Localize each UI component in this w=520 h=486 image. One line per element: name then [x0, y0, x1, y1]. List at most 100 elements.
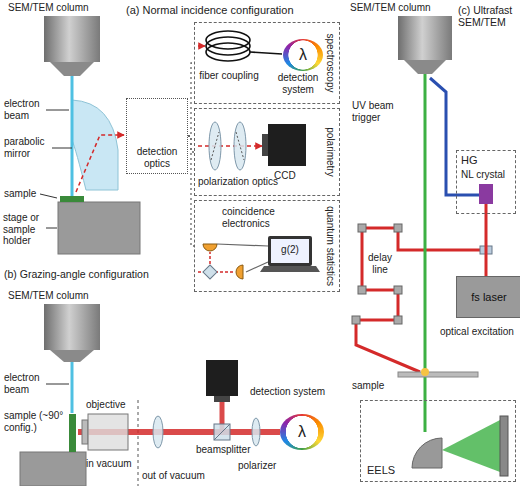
detector — [203, 244, 217, 251]
detector — [500, 416, 508, 476]
leader-line — [46, 228, 57, 229]
eels-box: EELS — [360, 400, 516, 482]
stage — [58, 202, 140, 254]
polarizer-axis — [236, 132, 244, 160]
electron-fan — [442, 420, 500, 472]
excitation-spot — [421, 368, 429, 376]
part-label: optical excitation — [440, 326, 514, 338]
beamsplitter-face — [214, 424, 230, 440]
part-label: delay line — [364, 252, 396, 275]
mirror — [394, 286, 402, 294]
part-label: in vacuum — [86, 458, 132, 470]
spectrometer-icon: λ — [280, 414, 324, 450]
node-text: λ — [280, 424, 324, 440]
part-label: electron beam — [4, 98, 48, 121]
laser-box: fs laser — [456, 276, 520, 318]
part-label: polarizer — [238, 460, 276, 472]
leader-line — [46, 110, 69, 111]
part-label: objective — [86, 399, 125, 411]
part-label: fiber coupling — [198, 70, 260, 82]
panel-title: polarimetry — [325, 127, 337, 176]
part-label: g(2) — [271, 244, 309, 256]
mirror — [394, 316, 402, 324]
fiber — [250, 52, 282, 54]
panel-title: (c) Ultrafast SEM/TEM — [458, 4, 516, 28]
node-text: EELS — [367, 464, 395, 477]
polarization-optic — [234, 122, 246, 170]
sample — [69, 414, 76, 452]
part-label: beamsplitter — [196, 444, 250, 456]
part-label: parabolic mirror — [4, 136, 56, 159]
leader-line — [40, 194, 57, 198]
screen — [271, 239, 309, 263]
panel-title: (a) Normal incidence configuration — [126, 4, 294, 17]
light-path — [198, 45, 205, 47]
column-tip — [404, 60, 446, 74]
keyboard — [260, 266, 320, 272]
sample — [398, 372, 478, 377]
part-label: CCD — [274, 170, 296, 182]
part-label: electron beam — [4, 372, 48, 395]
detector — [236, 265, 243, 279]
panel-title: spectroscopy — [325, 34, 337, 93]
fiber-coil — [206, 43, 250, 61]
light-path — [198, 252, 234, 272]
column-body — [44, 304, 100, 350]
ccd-lens — [262, 134, 268, 156]
light-path — [76, 135, 124, 192]
sample — [60, 196, 84, 202]
polarizer — [252, 418, 260, 446]
part-label: SEM/TEM column — [8, 290, 89, 302]
computer — [268, 236, 312, 266]
objective — [88, 414, 128, 450]
beamsplitter — [214, 424, 230, 440]
part-label: SEM/TEM column — [350, 2, 431, 14]
lens — [153, 416, 163, 448]
part-label: sample — [352, 380, 384, 392]
harmonic-generator: HGNL crystal — [456, 150, 516, 214]
laser-beam — [485, 204, 488, 214]
node-text: λ — [283, 47, 323, 63]
part-label: polarization optics — [198, 176, 278, 188]
nl-crystal — [479, 184, 493, 204]
column-tip — [50, 350, 94, 362]
node-text: NL crystal — [461, 169, 505, 181]
column-body — [398, 16, 452, 60]
part-label: coincidence electronics — [222, 206, 292, 229]
mirror — [352, 316, 360, 324]
vacuum-boundary — [138, 400, 139, 486]
panel-title: quantum statistics — [325, 206, 337, 286]
mirror — [358, 286, 366, 294]
laser-beam — [485, 214, 488, 276]
panel-title: (b) Grazing-angle configuration — [4, 268, 149, 280]
part-label: detection system — [268, 72, 328, 95]
part-label: detection system — [250, 386, 325, 398]
column-body — [44, 16, 100, 62]
node-text: detection optics — [127, 146, 187, 169]
mirror — [358, 224, 366, 232]
part-label: out of vacuum — [142, 470, 205, 482]
part-label: UV beam trigger — [352, 100, 418, 123]
stage — [20, 452, 86, 486]
camera — [206, 360, 238, 396]
electron-beam — [71, 76, 74, 196]
light-path — [198, 145, 262, 147]
part-label: sample — [4, 188, 36, 200]
part-label: stage or sample holder — [3, 212, 55, 247]
detection-box: detection optics — [126, 98, 188, 174]
node-text: fs laser — [457, 291, 520, 304]
part-label: SEM/TEM column — [8, 2, 89, 14]
ccd-camera — [268, 124, 306, 166]
spectrometer-prism — [412, 438, 442, 468]
technique-panel: λspectroscopy — [194, 22, 340, 104]
leader-line — [52, 148, 72, 149]
camera-lens — [214, 396, 230, 402]
column-tip — [50, 62, 94, 76]
mirror — [394, 224, 402, 232]
polarization-optic — [209, 122, 221, 170]
electron-beam — [424, 74, 427, 432]
